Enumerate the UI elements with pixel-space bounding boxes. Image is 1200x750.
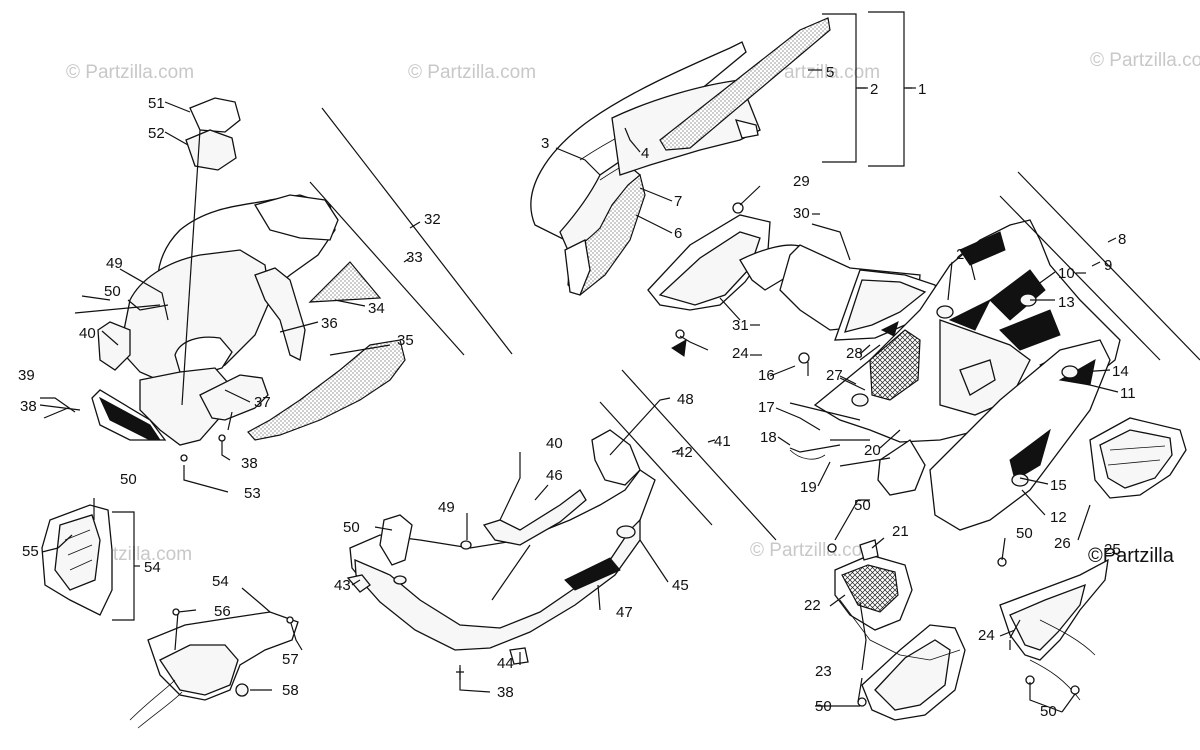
watermark: © Partzilla.com [1090, 50, 1200, 71]
callout-49a: 49 [106, 255, 123, 272]
callout-50f: 50 [815, 698, 832, 715]
callout-56: 56 [214, 603, 231, 620]
callout-18: 18 [760, 429, 777, 446]
callout-16: 16 [758, 367, 775, 384]
callout-27a: 27 [956, 246, 973, 263]
callout-31: 31 [732, 317, 749, 334]
callout-57: 57 [282, 651, 299, 668]
callout-15: 15 [1050, 477, 1067, 494]
callout-52: 52 [148, 125, 165, 142]
callout-20: 20 [864, 442, 881, 459]
callout-13: 13 [1058, 294, 1075, 311]
callout-37: 37 [254, 394, 271, 411]
callout-35: 35 [397, 332, 414, 349]
callout-28: 28 [846, 345, 863, 362]
callout-30: 30 [793, 205, 810, 222]
callout-24b: 24 [978, 627, 995, 644]
callout-38a: 38 [20, 398, 37, 415]
callout-14: 14 [1112, 363, 1129, 380]
callout-58: 58 [282, 682, 299, 699]
callout-54b: 54 [212, 573, 229, 590]
callout-25: 25 [1104, 541, 1121, 558]
bracket-33 [309, 181, 465, 356]
callout-54a: 54 [144, 559, 161, 576]
right-panel-assembly [647, 202, 1187, 531]
callout-7: 7 [674, 193, 682, 210]
callout-10: 10 [1058, 265, 1075, 282]
bracket-54-left [112, 511, 135, 621]
callout-36: 36 [321, 315, 338, 332]
callout-24a: 24 [732, 345, 749, 362]
callout-27b: 27 [826, 367, 843, 384]
callout-26: 26 [1054, 535, 1071, 552]
callout-42: 42 [676, 444, 693, 461]
callout-50d: 50 [854, 497, 871, 514]
callout-38b: 38 [241, 455, 258, 472]
bracket-9 [999, 195, 1161, 361]
callout-44: 44 [497, 655, 514, 672]
callout-3: 3 [541, 135, 549, 152]
callout-50a: 50 [104, 283, 121, 300]
bracket-42 [599, 401, 713, 526]
callout-2: 2 [870, 81, 878, 98]
lower-right-parts [827, 539, 1109, 721]
belly-pan-assembly [346, 429, 656, 665]
hood-assembly [91, 97, 406, 446]
callout-17: 17 [758, 399, 775, 416]
watermarks: © Partzilla.com © Partzilla.com © Partzi… [64, 50, 1200, 565]
callout-50g: 50 [1040, 703, 1057, 720]
callout-22: 22 [804, 597, 821, 614]
callout-46: 46 [546, 467, 563, 484]
callout-41: 41 [714, 433, 731, 450]
callout-33: 33 [406, 249, 423, 266]
callout-53: 53 [244, 485, 261, 502]
callout-29: 29 [793, 173, 810, 190]
callout-1: 1 [918, 81, 926, 98]
callout-48: 48 [677, 391, 694, 408]
callout-19: 19 [800, 479, 817, 496]
callout-8: 8 [1118, 231, 1126, 248]
bracket-8 [1017, 171, 1200, 361]
callout-55: 55 [22, 543, 39, 560]
callout-labels: 1 2 3 4 5 6 7 8 9 10 11 12 13 14 15 16 1… [18, 64, 1136, 720]
callout-12: 12 [1050, 509, 1067, 526]
callout-11: 11 [1120, 385, 1136, 402]
callout-34: 34 [368, 300, 385, 317]
callout-47: 47 [616, 604, 633, 621]
callout-40a: 40 [79, 325, 96, 342]
callout-50e: 50 [1016, 525, 1033, 542]
callout-5: 5 [826, 64, 834, 81]
callout-43: 43 [334, 577, 351, 594]
callout-32: 32 [424, 211, 441, 228]
bracket-41 [621, 369, 777, 541]
callout-51: 51 [148, 95, 165, 112]
copyright-text: ©Partzilla [1088, 545, 1175, 567]
windshield-assembly [530, 17, 831, 296]
callout-49b: 49 [438, 499, 455, 516]
callout-4: 4 [641, 145, 649, 162]
callout-6: 6 [674, 225, 682, 242]
callout-23: 23 [815, 663, 832, 680]
watermark: © Partzilla.com [408, 62, 536, 83]
watermark: © Partzilla.com [750, 540, 878, 561]
callout-50c: 50 [343, 519, 360, 536]
callout-40b: 40 [546, 435, 563, 452]
callout-38c: 38 [497, 684, 514, 701]
callout-45: 45 [672, 577, 689, 594]
side-panel-assembly [41, 504, 299, 729]
watermark: © Partzilla.com [66, 62, 194, 83]
callout-39: 39 [18, 367, 35, 384]
callout-9: 9 [1104, 257, 1112, 274]
callout-50b: 50 [120, 471, 137, 488]
bracket-32 [321, 107, 513, 355]
callout-21: 21 [892, 523, 909, 540]
